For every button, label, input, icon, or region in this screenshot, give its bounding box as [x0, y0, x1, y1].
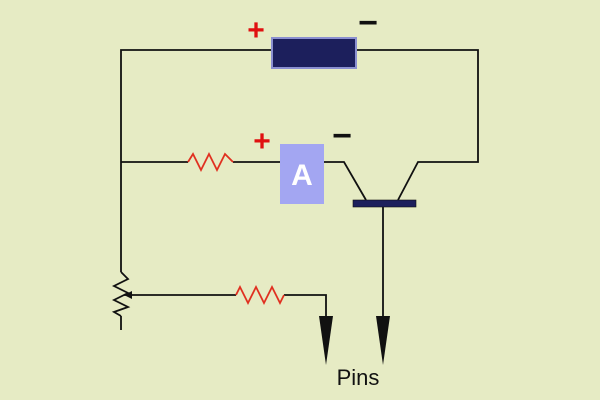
transistor-plate — [352, 199, 417, 208]
potentiometer — [111, 271, 131, 317]
battery — [271, 37, 357, 69]
ammeter-label: A — [291, 159, 313, 192]
battery-plus-sign: + — [247, 14, 265, 47]
ammeter-minus-sign: − — [332, 117, 352, 155]
wire-top-left — [120, 49, 272, 272]
pin-arrow-right — [376, 316, 390, 365]
wire-top-right — [356, 49, 479, 201]
wires — [120, 49, 479, 330]
ammeter-plus-sign: + — [253, 125, 271, 158]
pin-arrow-left — [319, 316, 333, 365]
wire-bottom-right — [284, 294, 327, 318]
resistor-middle — [187, 151, 234, 173]
resistor-bottom — [235, 284, 285, 306]
wire-ammeter-to-transistor — [324, 161, 367, 201]
pins-label: Pins — [337, 365, 380, 390]
battery-minus-sign: − — [358, 4, 378, 42]
ammeter — [280, 144, 324, 204]
potentiometer-wiper-arrow — [124, 291, 132, 299]
